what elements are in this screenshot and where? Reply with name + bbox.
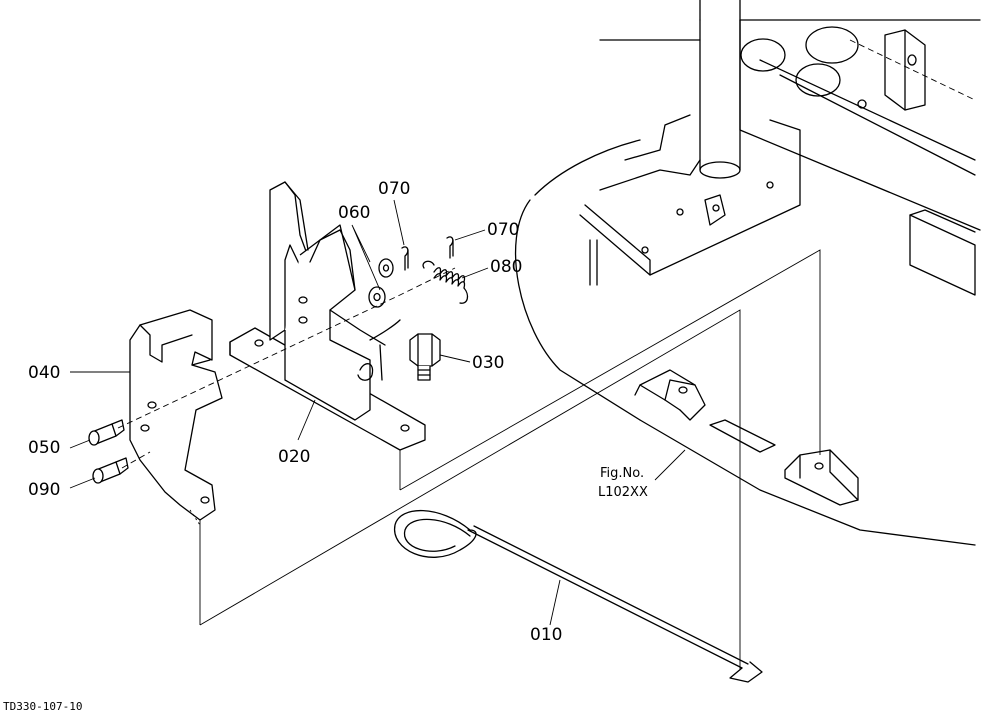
callout-030: 030 [472,353,504,373]
rod-010 [394,509,763,683]
drawing-code: TD330-107-10 [3,700,82,713]
callout-050: 050 [28,438,60,458]
figure-reference: Fig.No. L102XX [598,466,648,500]
callout-020: 020 [278,447,310,467]
figure-reference-line2: L102XX [598,485,648,500]
callout-leaders [69,199,686,626]
callout-060: 060 [338,203,370,223]
spring-080 [422,260,469,304]
assembly-axis [117,267,456,526]
washers-060 [368,258,394,308]
bolt-030 [409,333,441,381]
callout-040: 040 [28,363,60,383]
callout-010: 010 [530,625,562,645]
clevis-pin-050 [88,419,125,446]
callout-090: 090 [28,480,60,500]
bracket-020 [229,181,426,451]
callout-080: 080 [490,257,522,277]
machine-frame [514,0,981,546]
cotter-pins-070 [401,236,454,271]
callout-labels: 040 050 090 020 030 060 070 070 080 010 [28,179,562,645]
clevis-pin-090 [92,457,129,484]
callout-070-left: 070 [378,179,410,199]
figure-reference-line1: Fig.No. [600,466,644,481]
callout-070-right: 070 [487,220,519,240]
reference-lines [199,249,821,670]
lever-plate-040 [129,309,223,521]
